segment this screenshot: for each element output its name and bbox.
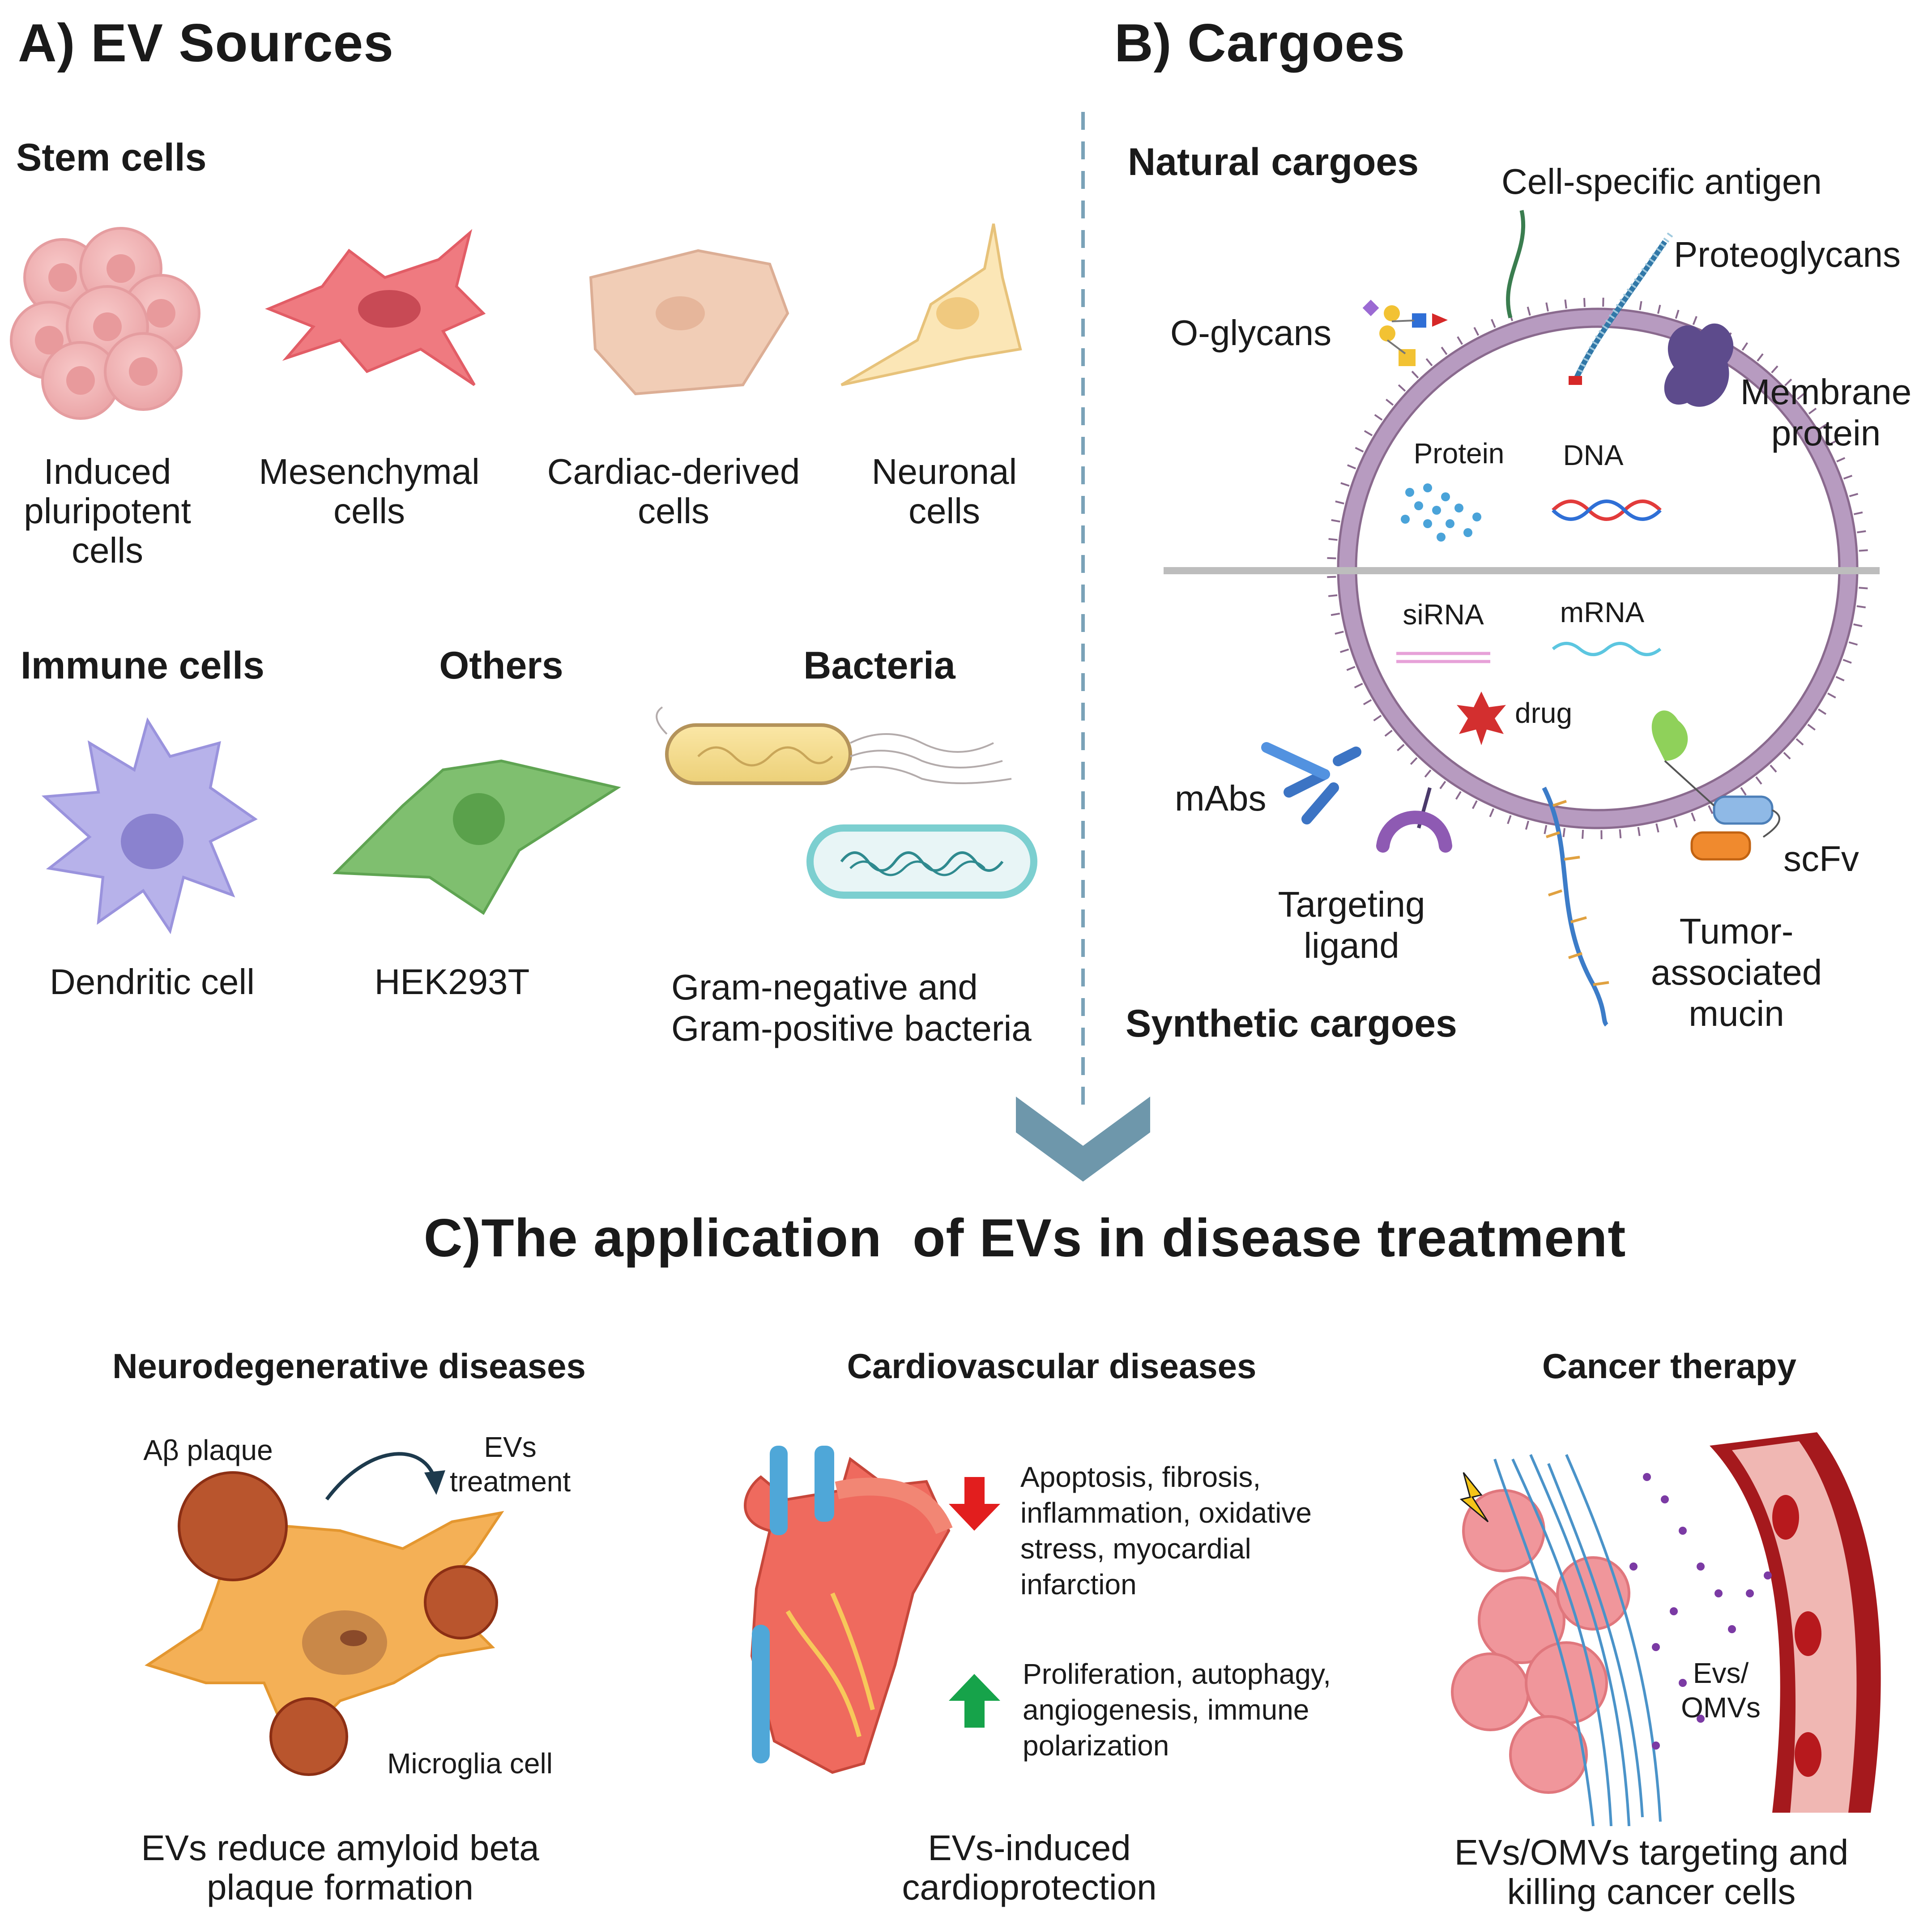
decrease-arrow-icon <box>949 1477 1000 1531</box>
bacteria-heading: Bacteria <box>803 644 955 687</box>
heart-image <box>744 1446 953 1774</box>
drug-star-icon <box>1457 692 1506 745</box>
proteoglycans-icon <box>1569 231 1674 385</box>
stem-cells-heading: Stem cells <box>16 136 207 179</box>
cardio-increase-text: Proliferation, autophagy, angiogenesis, … <box>1023 1658 1331 1762</box>
dna-label: DNA <box>1563 439 1624 471</box>
drug-label: drug <box>1515 697 1573 729</box>
section-b-title: B) Cargoes <box>1114 13 1406 73</box>
evs-treatment-arrowhead <box>424 1470 445 1495</box>
increase-arrow-icon <box>949 1674 1000 1728</box>
ipsc-label: Induced pluripotent cells <box>24 452 191 570</box>
cell-specific-antigen-icon <box>1506 210 1526 319</box>
cancer-heading: Cancer therapy <box>1542 1346 1796 1386</box>
dna-helix-icon <box>1552 499 1662 521</box>
dendritic-cell-image <box>41 717 258 935</box>
section-c-title: C)The application of EVs in disease trea… <box>423 1208 1626 1268</box>
sirna-label: siRNA <box>1403 598 1484 631</box>
gram-positive-bacterium-image <box>806 824 1037 899</box>
cardiac-cell-image <box>589 249 789 396</box>
mesenchymal-label: Mesenchymal cells <box>259 452 480 531</box>
cancer-cells-image <box>1451 1489 1630 1794</box>
mabs-icon <box>1261 742 1361 824</box>
cancer-caption: EVs/OMVs targeting and killing cancer ce… <box>1454 1832 1849 1912</box>
synthetic-cargoes-heading: Synthetic cargoes <box>1126 1002 1457 1045</box>
membrane-protein-label: Membrane protein <box>1740 372 1912 453</box>
cardio-heading: Cardiovascular diseases <box>847 1346 1257 1386</box>
cardio-decrease-text: Apoptosis, fibrosis, inflammation, oxida… <box>1020 1461 1312 1601</box>
targeting-ligand-label: Targeting ligand <box>1278 884 1425 965</box>
neuro-caption: EVs reduce amyloid beta plaque formation <box>141 1828 539 1907</box>
protein-label: Protein <box>1413 437 1505 470</box>
blood-vessel-image <box>1710 1432 1881 1813</box>
evs-treatment-label: EVs treatment <box>449 1431 571 1498</box>
dendritic-label: Dendritic cell <box>50 962 255 1002</box>
proteoglycans-label: Proteoglycans <box>1674 235 1901 274</box>
mesenchymal-cell-image <box>265 229 486 386</box>
cardiac-label: Cardiac-derived cells <box>547 452 800 531</box>
abeta-plaque-image <box>178 1471 498 1776</box>
protein-dots-icon <box>1401 483 1481 542</box>
o-glycans-icon <box>1362 299 1448 366</box>
ecm-fibers-image <box>1493 1454 1662 1827</box>
gram-negative-bacterium-image <box>656 706 1012 785</box>
natural-cargoes-heading: Natural cargoes <box>1128 141 1419 184</box>
lightning-icon <box>1459 1472 1489 1523</box>
down-chevron-arrow <box>1016 1097 1150 1182</box>
cardio-caption: EVs-induced cardioprotection <box>902 1828 1157 1907</box>
scfv-label: scFv <box>1783 839 1859 879</box>
abeta-plaque-label: Aβ plaque <box>143 1434 273 1466</box>
mabs-label: mAbs <box>1175 778 1267 818</box>
mrna-label: mRNA <box>1560 596 1645 628</box>
evs-treatment-arrow <box>325 1452 436 1501</box>
tumor-mucin-label: Tumor-associated mucin <box>1651 911 1822 1033</box>
evs-omvs-label: Evs/ OMVs <box>1681 1657 1761 1724</box>
immune-cells-heading: Immune cells <box>21 644 264 687</box>
sirna-icon <box>1396 652 1490 663</box>
tumor-mucin-icon <box>1542 786 1609 1027</box>
neuronal-label: Neuronal cells <box>871 452 1017 531</box>
scfv-icon <box>1651 710 1780 861</box>
section-a-title: A) EV Sources <box>18 13 394 73</box>
hek293t-cell-image <box>333 759 621 915</box>
o-glycans-label: O-glycans <box>1170 313 1332 353</box>
evs-omvs-particles-icon <box>1629 1473 1772 1750</box>
hek293t-label: HEK293T <box>374 962 530 1002</box>
membrane-protein-icon <box>1664 323 1734 407</box>
microglia-label: Microglia cell <box>387 1747 553 1780</box>
neuronal-cell-image <box>840 223 1022 386</box>
others-heading: Others <box>439 644 563 687</box>
neuro-heading: Neurodegenerative diseases <box>112 1346 586 1386</box>
cell-specific-antigen-label: Cell-specific antigen <box>1501 162 1822 201</box>
ipsc-cluster-image <box>10 227 200 420</box>
bacteria-label: Gram-negative and Gram-positive bacteria <box>671 967 1032 1048</box>
targeting-ligand-icon <box>1376 787 1452 853</box>
mrna-icon <box>1552 642 1662 656</box>
